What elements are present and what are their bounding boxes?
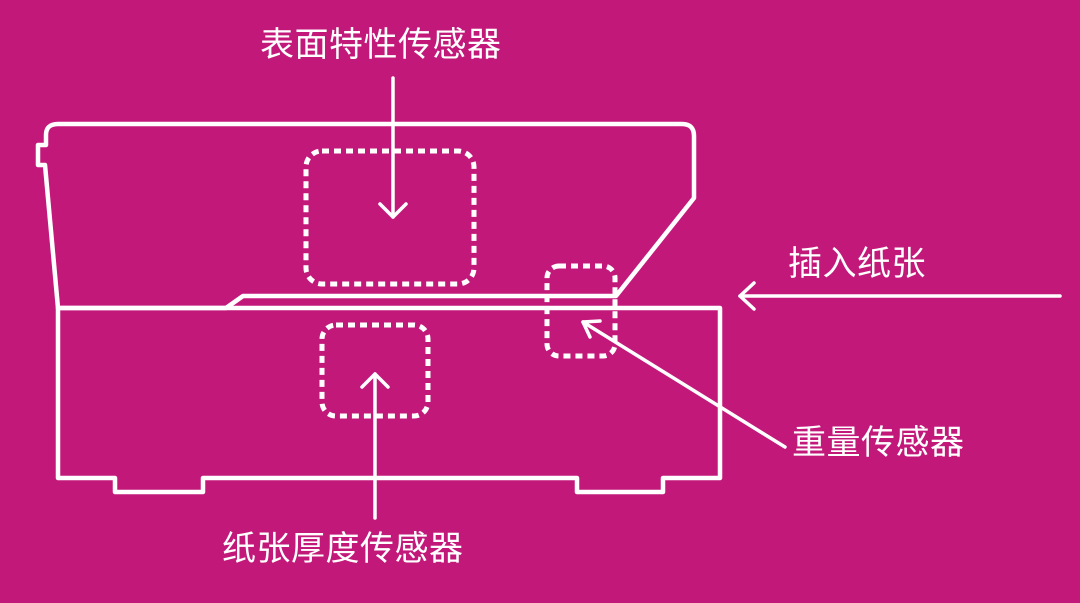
weight-sensor-arrow bbox=[581, 320, 787, 449]
paper-insert-label: 插入纸张 bbox=[788, 244, 926, 284]
paper-insert-arrowhead bbox=[738, 281, 756, 311]
thickness-sensor-box bbox=[319, 322, 431, 419]
surface-sensor-box bbox=[303, 148, 477, 287]
surface-sensor-arrowhead bbox=[378, 202, 408, 219]
weight-sensor-arrowhead bbox=[581, 319, 602, 339]
thickness-sensor-arrowhead bbox=[360, 372, 390, 389]
weight-sensor-label: 重量传感器 bbox=[792, 423, 965, 463]
printer-base-outline bbox=[55, 305, 723, 495]
weight-sensor-box bbox=[544, 263, 618, 359]
surface-sensor-label: 表面特性传感器 bbox=[260, 25, 502, 65]
thickness-sensor-label: 纸张厚度传感器 bbox=[222, 529, 464, 569]
